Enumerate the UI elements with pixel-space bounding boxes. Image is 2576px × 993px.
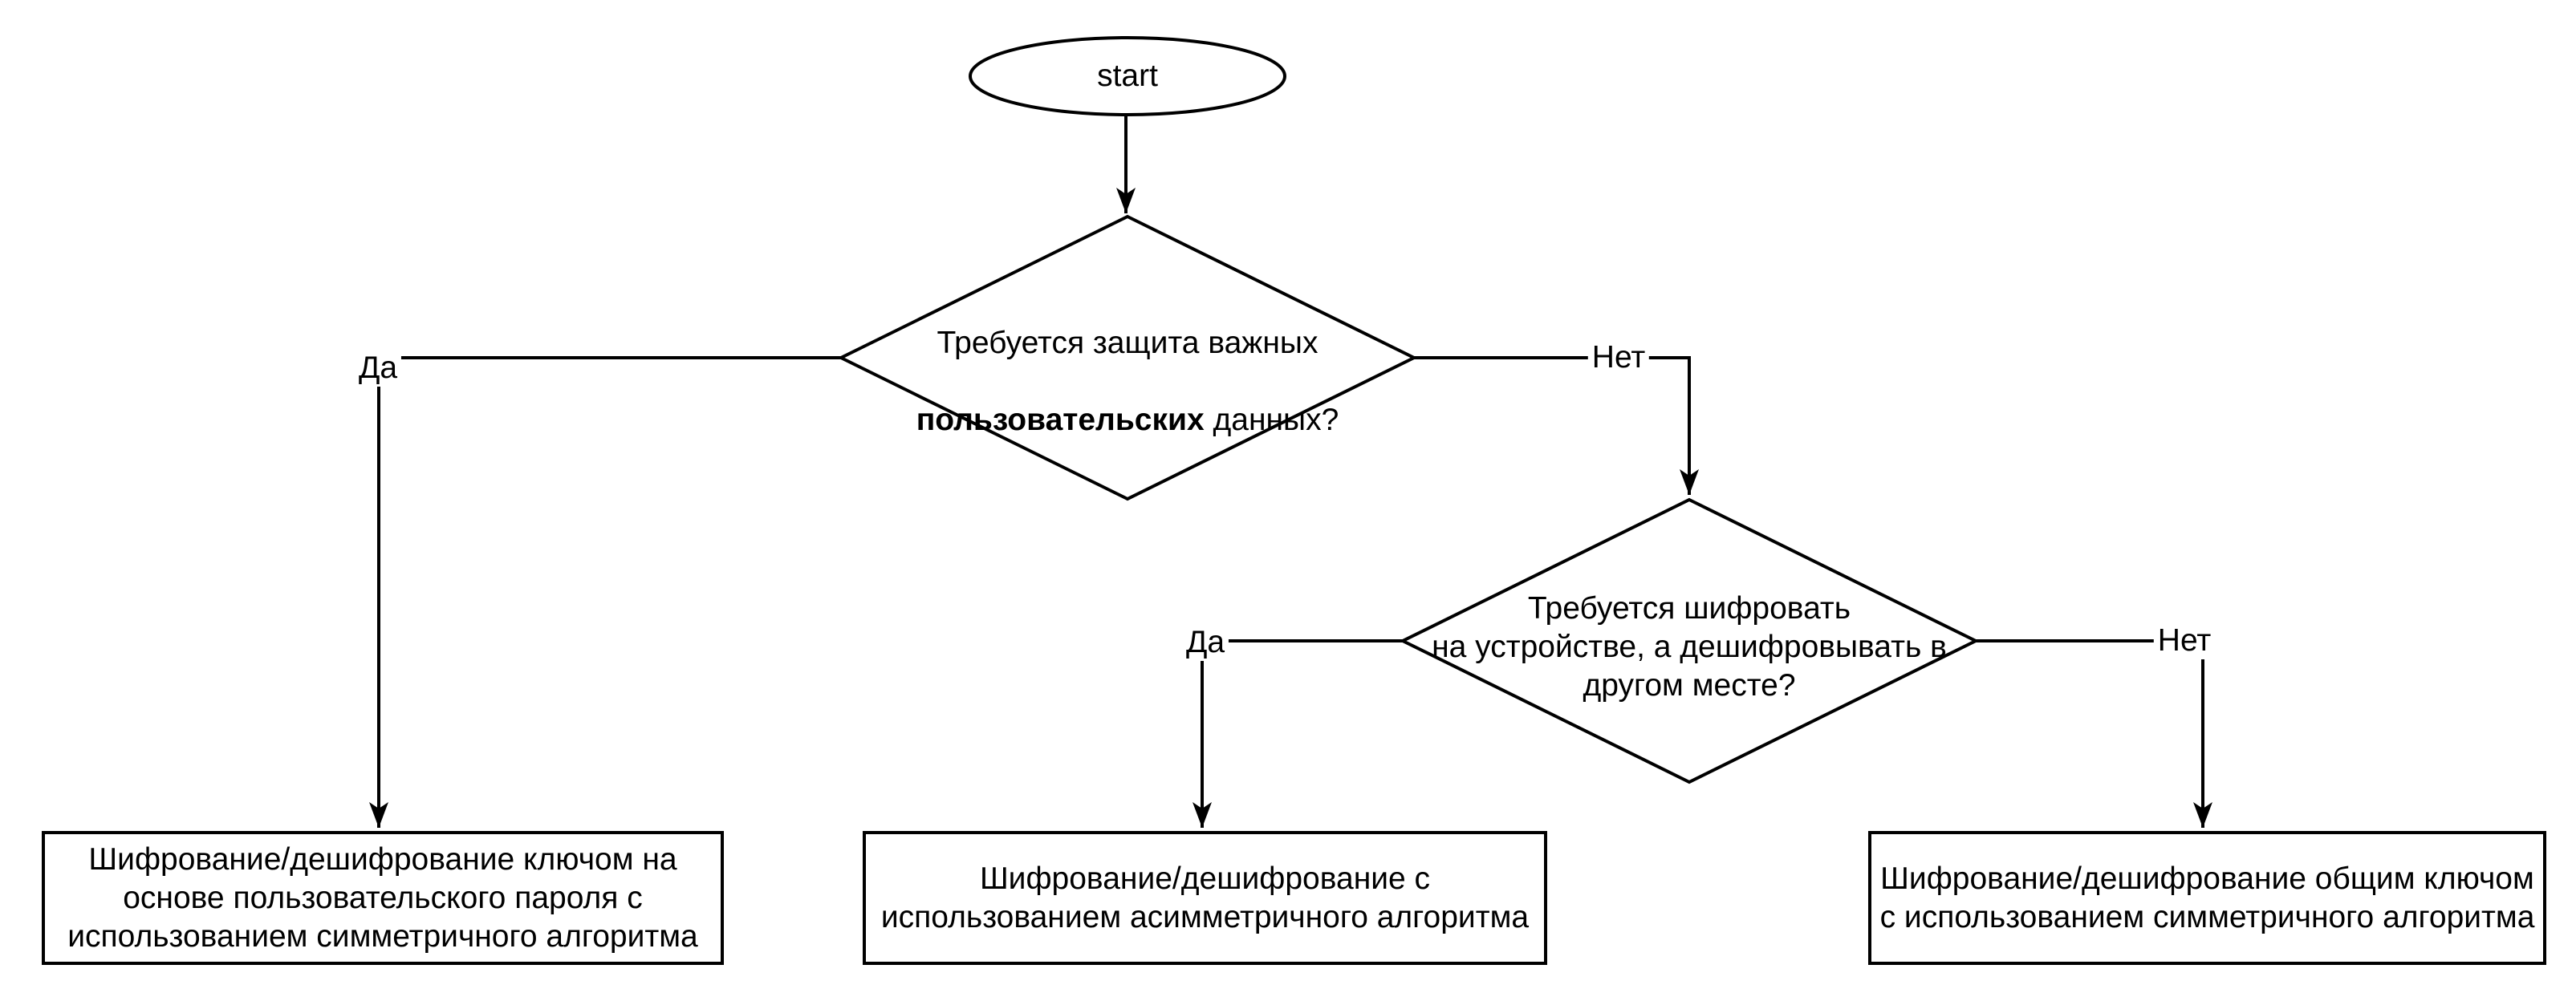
decision1-label: Требуется защита важных пользовательских…: [841, 221, 1414, 504]
edge-decision2-yes: [1193, 639, 1403, 828]
decision2-label: Требуется шифровать на устройстве, а деш…: [1379, 506, 2000, 788]
edge-decision1-no: [1414, 356, 1699, 495]
process-asymmetric-box: [863, 831, 1547, 965]
process-shared-key-text: Шифрование/дешифрование общим ключом с и…: [1879, 861, 2535, 934]
decision1-diamond: [837, 214, 1418, 501]
decision1-line1: Требуется защита важных: [937, 326, 1318, 360]
edge-decision2-no: [1976, 639, 2212, 828]
edge-label-decision1-yes: Да: [354, 350, 402, 387]
decision2-label-text: Требуется шифровать на устройстве, а деш…: [1432, 591, 1947, 703]
edge-decision1-yes: [369, 356, 841, 828]
start-label: start: [970, 38, 1285, 115]
edge-label-decision2-no: Нет: [2153, 622, 2216, 659]
process-asymmetric-text: Шифрование/дешифрование с использованием…: [880, 861, 1530, 934]
process-password-key-text: Шифрование/дешифрование ключом на основе…: [67, 841, 698, 954]
edge-label-decision1-no: Нет: [1587, 339, 1650, 376]
start-ellipse: [969, 36, 1286, 116]
decision1-line2-bold: пользовательских: [916, 403, 1205, 437]
decision1-line2-rest: данных?: [1204, 403, 1339, 437]
process-password-key-box: [42, 831, 724, 965]
start-label-text: start: [1097, 59, 1158, 93]
process-password-key-label: Шифрование/дешифрование ключом на основе…: [43, 833, 722, 963]
edge-label-decision2-yes: Да: [1181, 624, 1229, 661]
process-asymmetric-label: Шифрование/дешифрование с использованием…: [864, 833, 1546, 963]
decision2-diamond: [1399, 497, 1980, 784]
process-shared-key-box: [1868, 831, 2546, 965]
process-shared-key-label: Шифрование/дешифрование общим ключом с и…: [1870, 833, 2545, 963]
